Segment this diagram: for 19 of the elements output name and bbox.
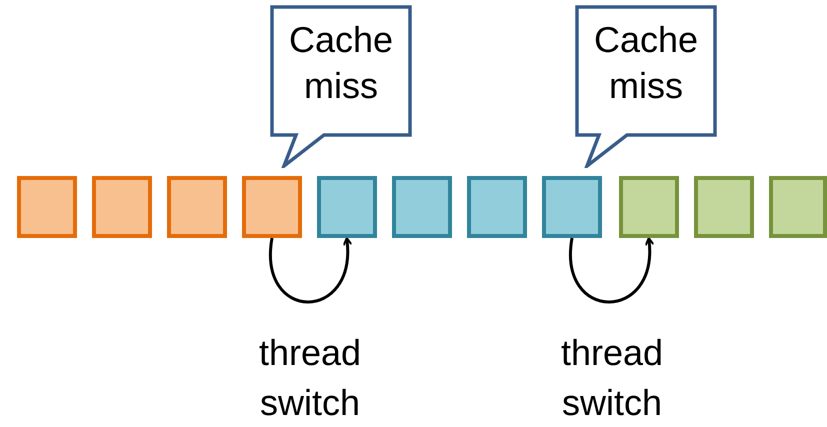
annotation-text: thread switch bbox=[560, 331, 664, 425]
curved-arrow bbox=[569, 237, 654, 304]
instruction-block bbox=[769, 176, 827, 238]
instruction-block bbox=[467, 176, 527, 238]
callout-text: Cache miss bbox=[592, 18, 700, 108]
instruction-block bbox=[317, 176, 377, 238]
instruction-block bbox=[542, 176, 602, 238]
instruction-block bbox=[392, 176, 452, 238]
callout-text: Cache miss bbox=[288, 18, 394, 108]
annotation-text: thread switch bbox=[258, 331, 362, 425]
instruction-block bbox=[92, 176, 152, 238]
instruction-block bbox=[694, 176, 754, 238]
instruction-block bbox=[17, 176, 77, 238]
instruction-block bbox=[167, 176, 227, 238]
speech-callout bbox=[270, 5, 412, 168]
instruction-block bbox=[242, 176, 302, 238]
speech-callout bbox=[575, 5, 717, 168]
curved-arrow bbox=[269, 237, 352, 304]
instruction-block bbox=[619, 176, 679, 238]
